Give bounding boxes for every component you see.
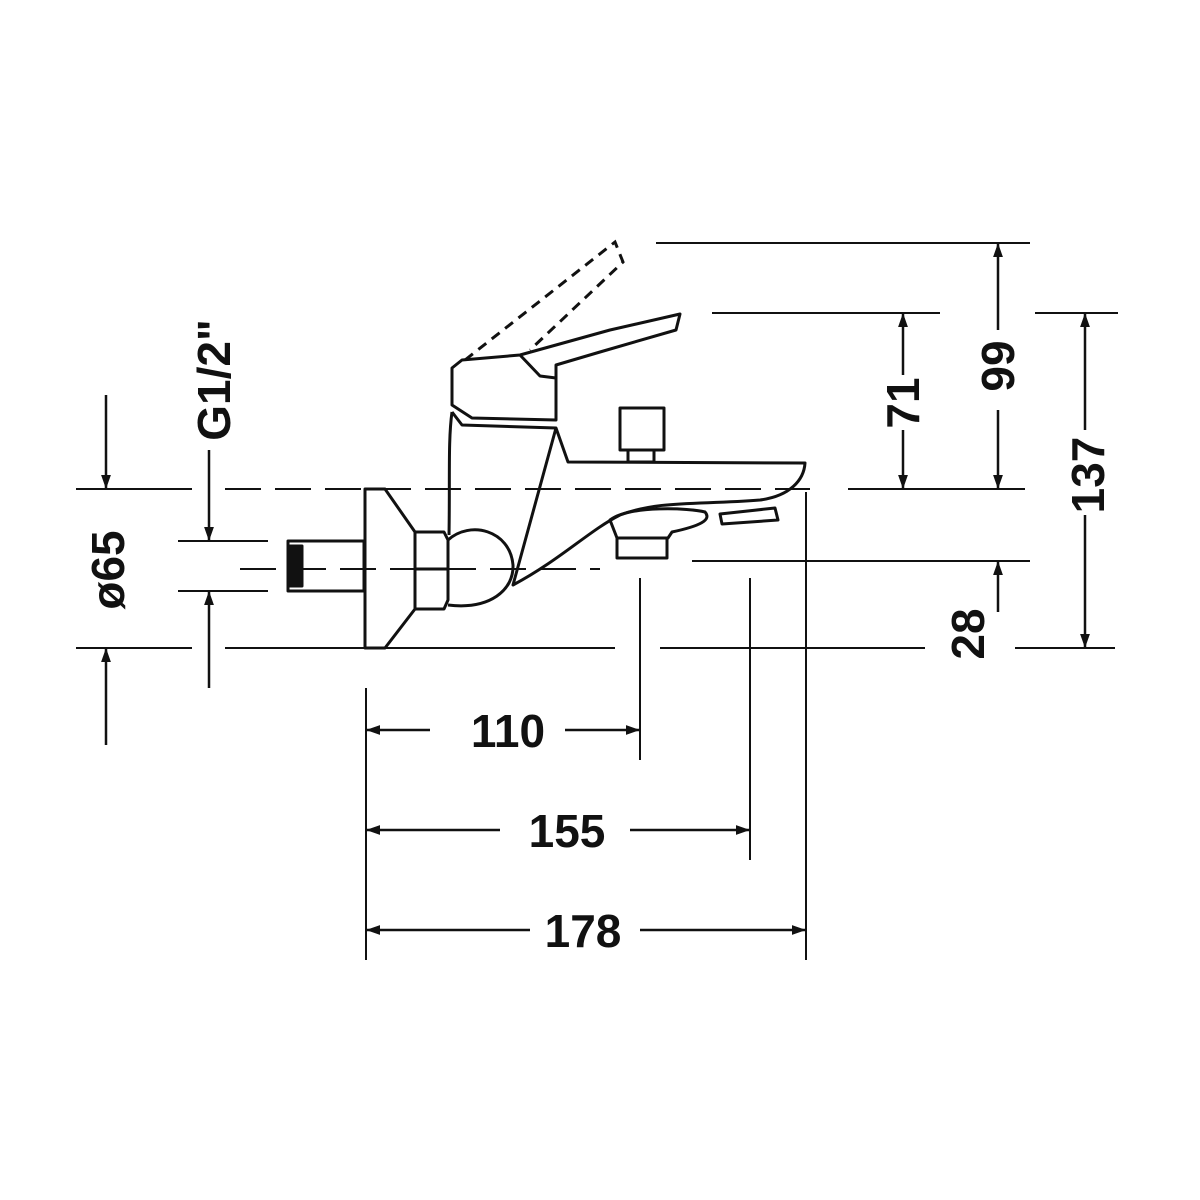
lever-handle-raised [464,239,625,362]
spout-lip [718,506,780,526]
dim-label-137: 137 [1062,437,1114,514]
lever-handle [450,312,682,422]
mixer-body-spout [447,411,807,587]
extension-lines [76,242,1118,960]
faucet-outline [286,312,807,650]
dim-label-thread: G1/2" [188,319,240,441]
dim-label-110: 110 [471,705,545,757]
dimension-lines [101,243,1090,935]
inlet-stub-end [286,544,304,588]
center-lines [225,488,810,570]
body-ball [446,528,515,608]
outlet-nozzle [615,536,669,560]
hex-nut [413,530,450,611]
diverter-stem [626,448,656,464]
diverter-knob [618,406,666,452]
dim-label-28: 28 [942,608,994,659]
dim-label-178: 178 [545,905,622,957]
dim-label-71: 71 [877,377,929,428]
dim-label-diameter: ø65 [82,530,134,609]
dim-label-99: 99 [972,340,1024,391]
outlet-piece [608,507,709,540]
dim-label-155: 155 [529,805,606,857]
